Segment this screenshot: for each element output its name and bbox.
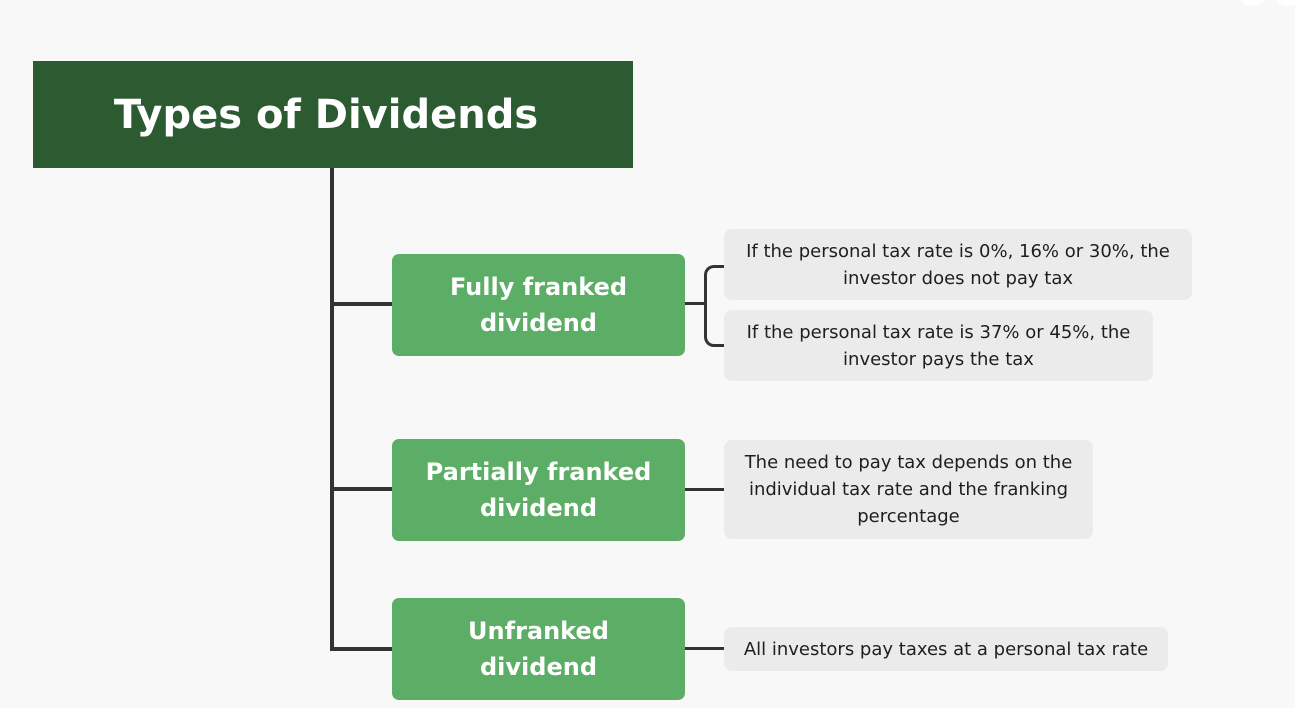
leaf-connector-fully xyxy=(685,302,705,305)
detail-text: The need to pay tax depends on the indiv… xyxy=(744,452,1073,527)
detail-text: If the personal tax rate is 0%, 16% or 3… xyxy=(746,240,1170,289)
corner-decoration xyxy=(1240,0,1266,6)
diagram-title: Types of Dividends xyxy=(113,91,539,138)
trunk-connector xyxy=(330,168,334,651)
branch-connector-fully xyxy=(330,302,392,306)
detail-text: If the personal tax rate is 37% or 45%, … xyxy=(746,321,1131,370)
leaf-connector-partially xyxy=(685,488,724,491)
detail-partially-franked: The need to pay tax depends on the indiv… xyxy=(724,440,1093,539)
detail-unfranked: All investors pay taxes at a personal ta… xyxy=(724,627,1168,671)
branch-connector-unfranked xyxy=(330,647,392,651)
node-label-line1: Unfranked xyxy=(468,617,609,645)
node-partially-franked: Partially franked dividend xyxy=(392,439,685,541)
detail-text: All investors pay taxes at a personal ta… xyxy=(743,638,1149,660)
diagram-title-box: Types of Dividends xyxy=(33,61,633,168)
branch-connector-partially xyxy=(330,487,392,491)
bracket-connector xyxy=(704,265,726,347)
leaf-connector-unfranked xyxy=(685,647,724,650)
detail-fully-franked-high-rate: If the personal tax rate is 37% or 45%, … xyxy=(724,310,1153,381)
node-label-line2: dividend xyxy=(480,653,597,681)
node-label-line2: dividend xyxy=(479,309,597,337)
node-label-line2: dividend xyxy=(480,494,597,522)
node-fully-franked: Fully franked dividend xyxy=(392,254,685,356)
detail-fully-franked-low-rate: If the personal tax rate is 0%, 16% or 3… xyxy=(724,229,1192,300)
node-label-line1: Fully franked xyxy=(449,273,628,301)
node-label-line1: Partially franked xyxy=(425,458,652,486)
corner-decoration xyxy=(1275,0,1295,6)
node-unfranked: Unfranked dividend xyxy=(392,598,685,700)
